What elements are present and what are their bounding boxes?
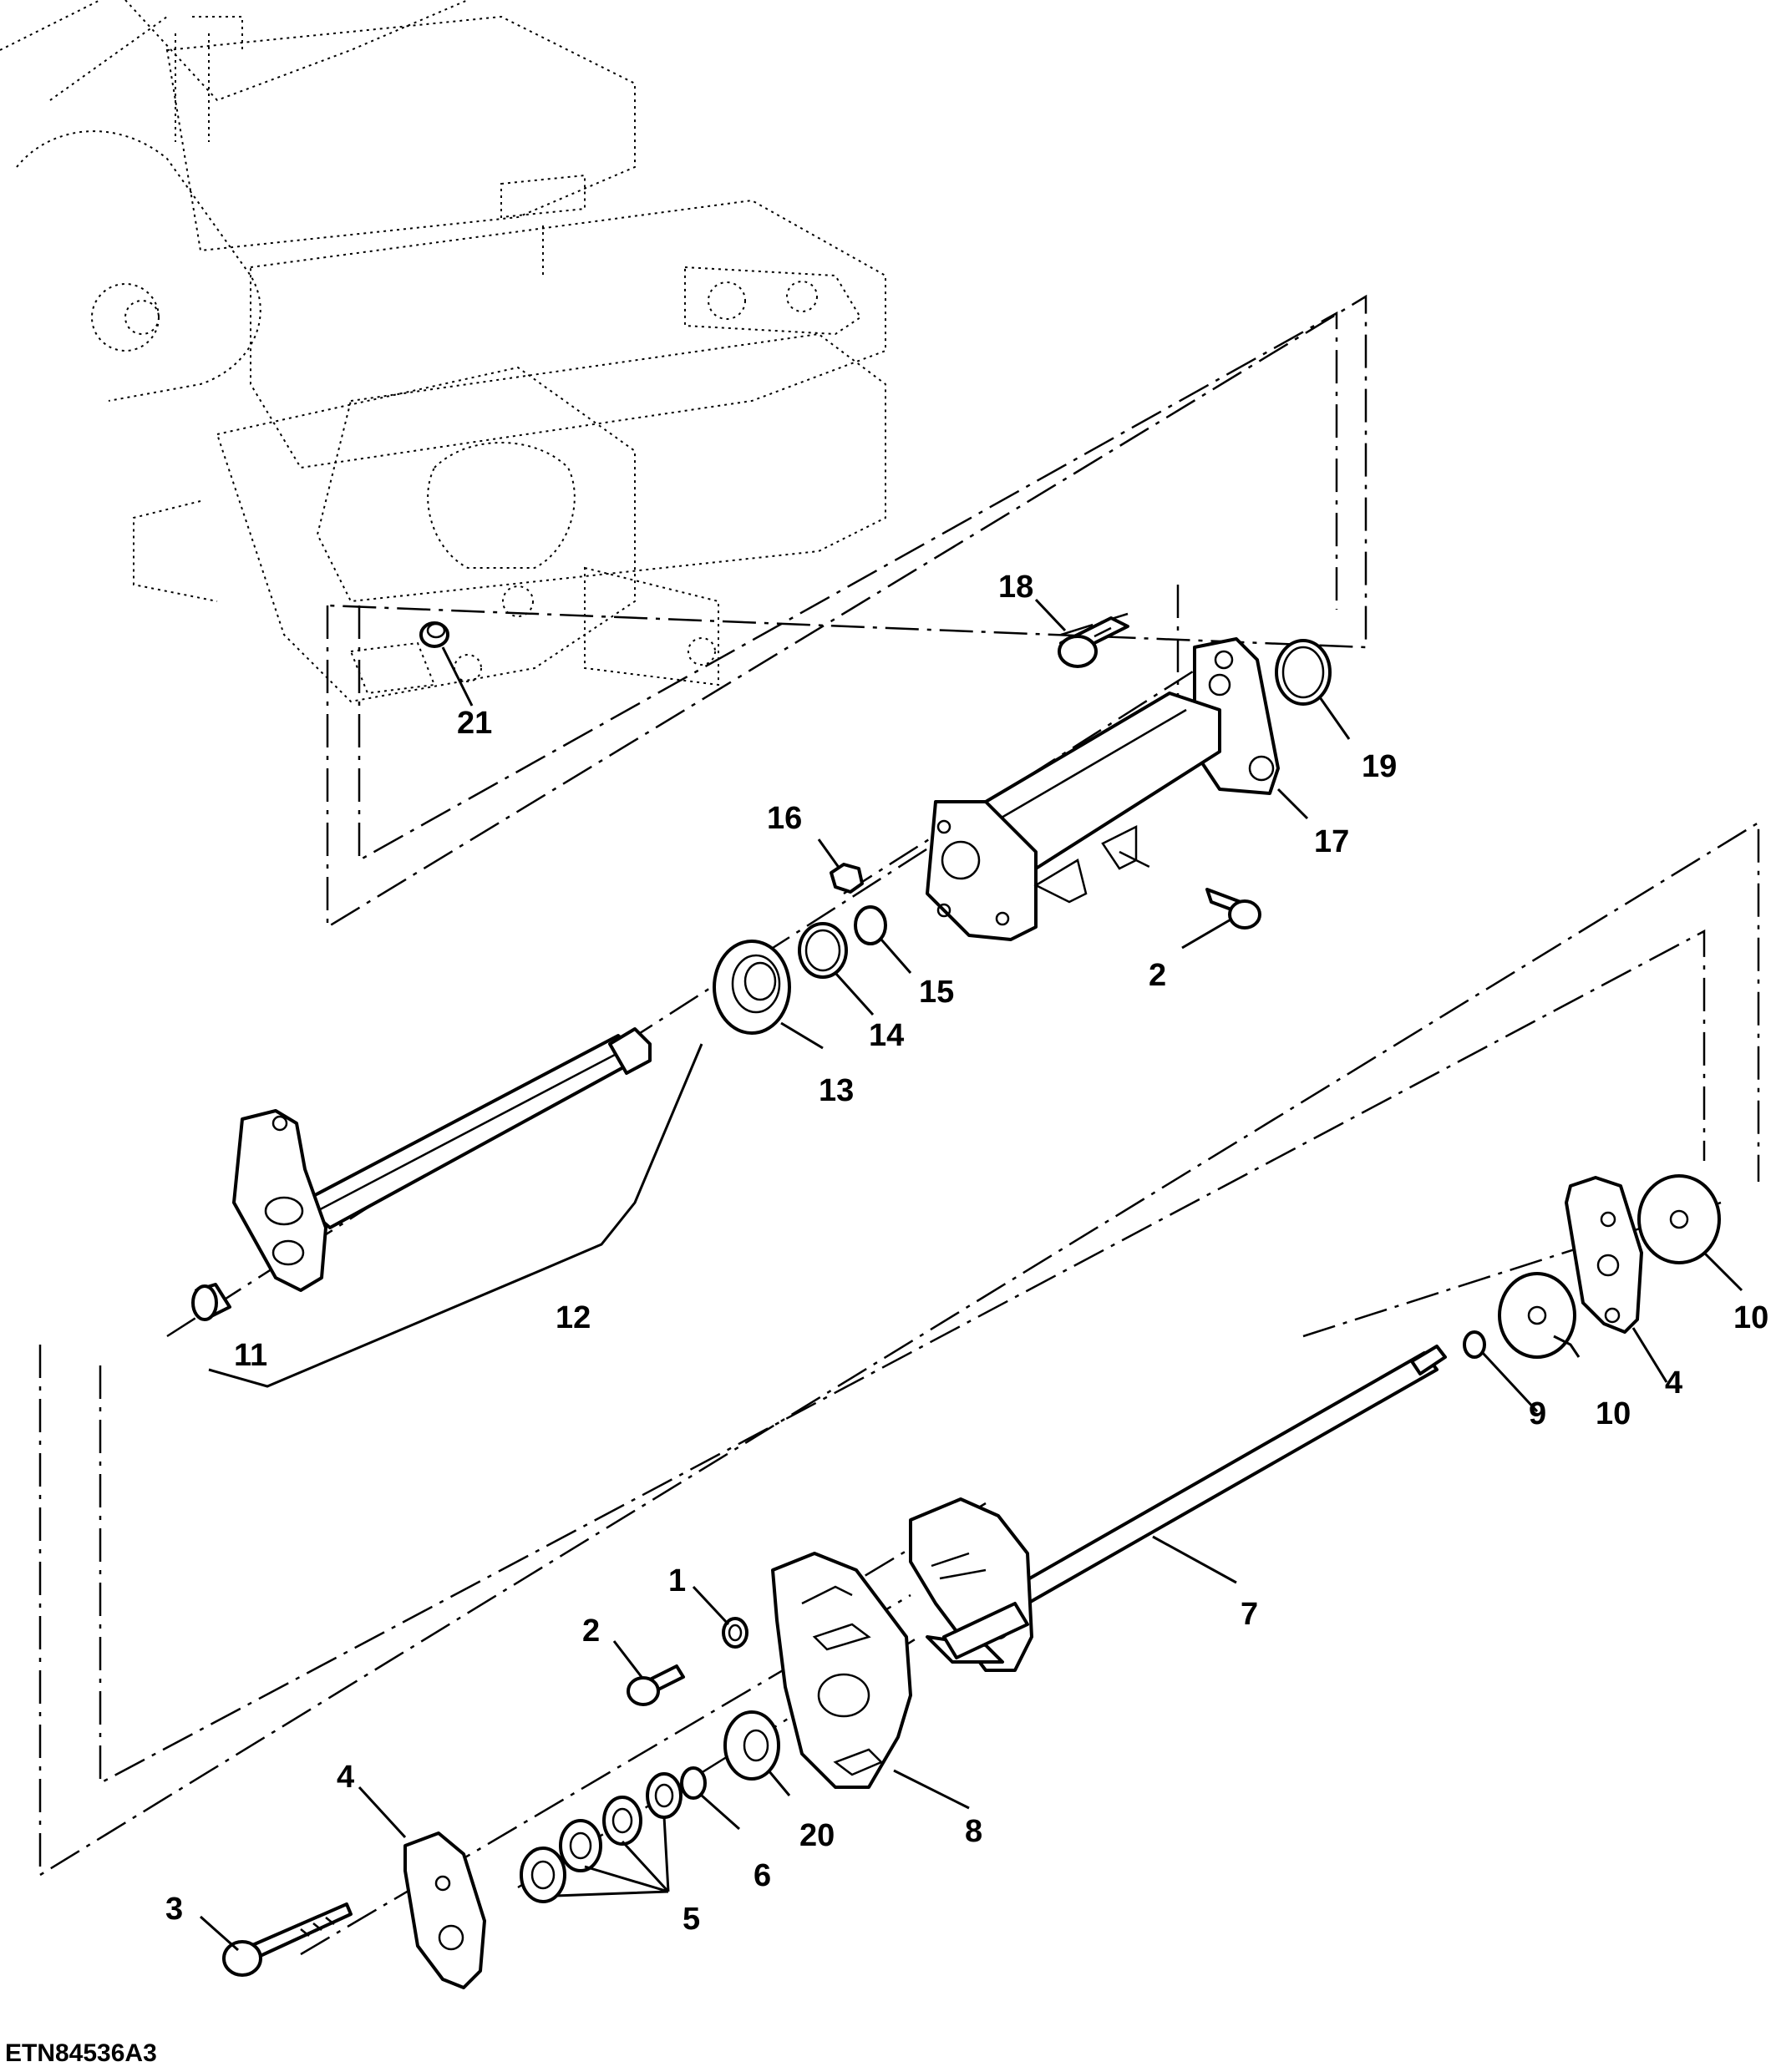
part-4-plate-left [403, 1831, 486, 1989]
part-2-screw-lower [627, 1664, 685, 1706]
part-7-rod [1013, 1345, 1447, 1605]
part-17-housing [926, 637, 1280, 941]
part-1-washer [722, 1617, 748, 1649]
part-15-o-ring [854, 905, 887, 945]
part-14-ring [798, 922, 848, 979]
part-12-shaft [232, 1027, 652, 1292]
callout-4-left: 4 [337, 1760, 354, 1795]
part-9-ring [1463, 1330, 1486, 1359]
part-3-bolt [222, 1902, 353, 1977]
ghosted-housing [0, 0, 886, 703]
callout-14: 14 [869, 1018, 904, 1053]
callout-13: 13 [819, 1073, 854, 1108]
part-6-ring [680, 1766, 707, 1800]
callout-7: 7 [1241, 1597, 1258, 1632]
callout-3: 3 [165, 1892, 183, 1927]
part-16-nut [830, 863, 864, 894]
part-10-washer-right [1637, 1174, 1721, 1264]
callout-4-right: 4 [1665, 1365, 1682, 1401]
part-2-screw-upper [1205, 888, 1261, 930]
callout-17: 17 [1314, 824, 1349, 859]
leader-lines [200, 598, 1743, 1952]
callout-18: 18 [998, 570, 1033, 605]
part-21-plug [419, 621, 449, 648]
callout-1: 1 [668, 1563, 686, 1598]
part-19-o-ring [1275, 639, 1332, 706]
callout-2-lower: 2 [582, 1614, 600, 1649]
callout-labels: 21 18 19 17 16 15 14 13 2 12 11 10 10 4 … [165, 570, 1768, 1937]
callout-16: 16 [767, 801, 802, 836]
callout-9: 9 [1529, 1396, 1546, 1431]
callout-15: 15 [919, 975, 954, 1010]
callout-21: 21 [457, 706, 492, 741]
figure-id: ETN84536A3 [5, 2039, 157, 2067]
callout-12: 12 [556, 1300, 591, 1335]
callout-8: 8 [965, 1814, 982, 1849]
callout-5: 5 [682, 1902, 700, 1937]
part-11-bushing [191, 1283, 231, 1321]
callout-6: 6 [754, 1858, 771, 1893]
part-8-lever [771, 1497, 1033, 1789]
callout-19: 19 [1362, 749, 1397, 784]
callout-20: 20 [799, 1818, 835, 1853]
callout-10-right: 10 [1733, 1300, 1768, 1335]
part-10-washer-left [1498, 1272, 1576, 1359]
part-20-bushing [723, 1710, 780, 1781]
callout-11: 11 [234, 1338, 267, 1373]
part-13-bushing [713, 940, 791, 1035]
part-5-washers [520, 1772, 682, 1903]
part-18-cap-screw [1058, 616, 1129, 668]
part-4-plate-right [1565, 1176, 1643, 1334]
callout-10-left: 10 [1596, 1396, 1631, 1431]
callout-2-upper: 2 [1149, 958, 1166, 993]
